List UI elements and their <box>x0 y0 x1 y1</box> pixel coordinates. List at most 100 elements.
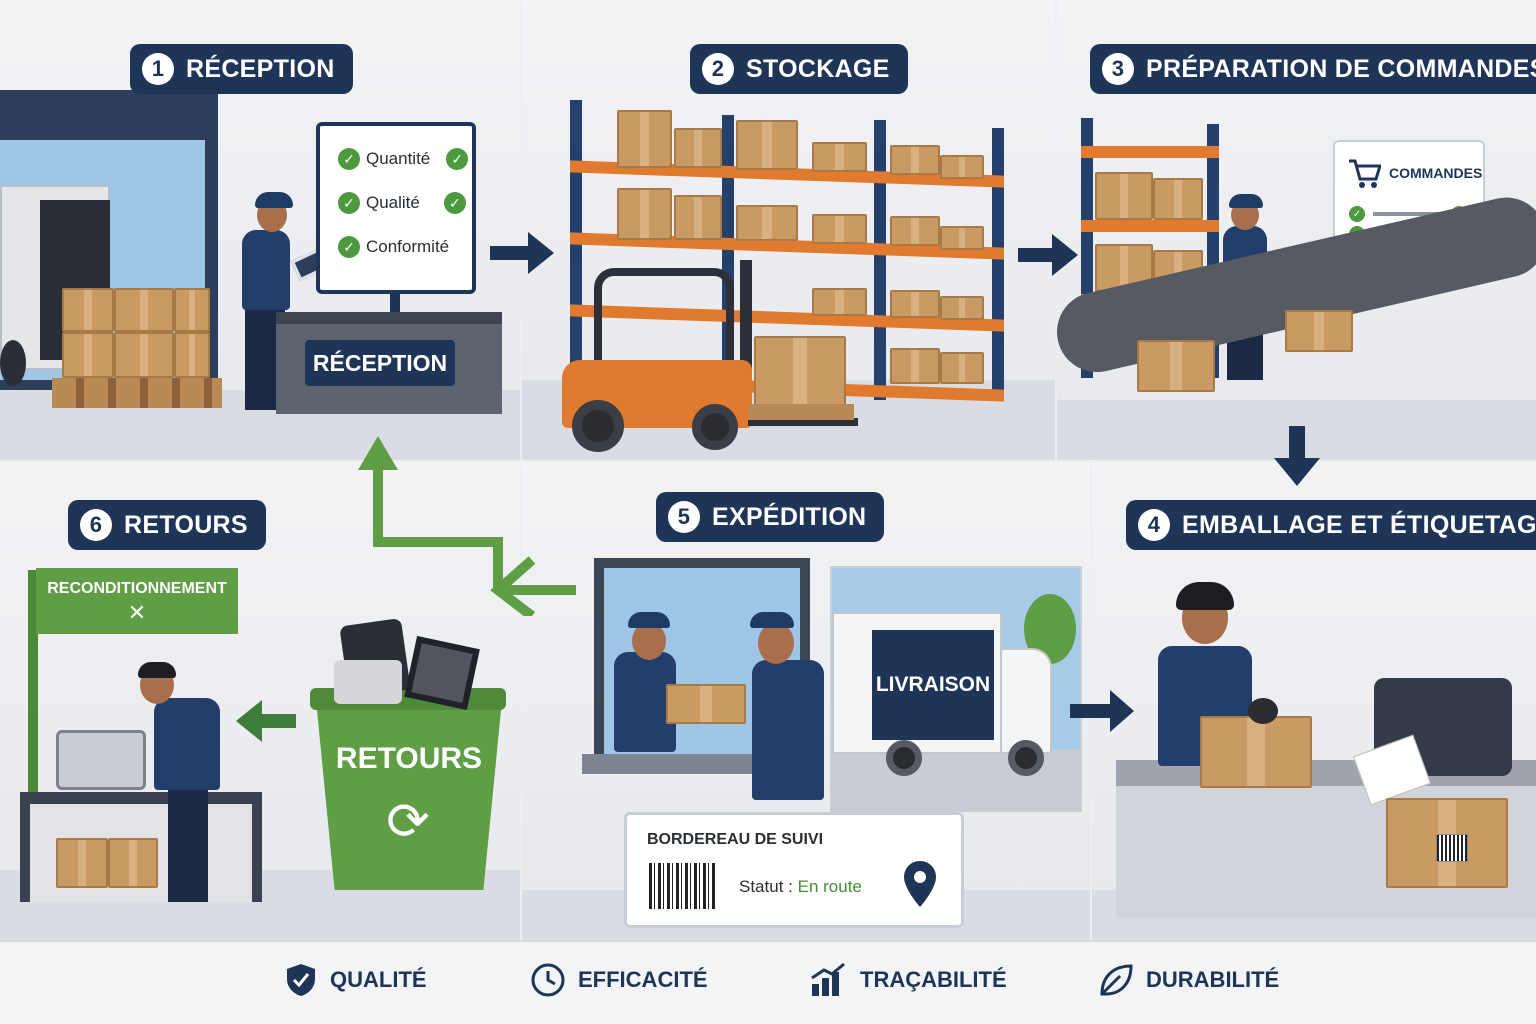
step-label: EXPÉDITION <box>712 502 867 531</box>
status-value: En route <box>797 877 862 896</box>
panel-shipping: LIVRAISON BORDEREAU DE SUIVI Statut : En… <box>522 462 1090 940</box>
value-quality: QUALITÉ <box>284 962 427 998</box>
worker-head <box>758 622 794 664</box>
stored-box <box>890 290 940 318</box>
returned-item <box>404 636 480 710</box>
recycle-icon: ⟳ <box>386 793 430 851</box>
check-icon: ✓ <box>338 192 360 214</box>
worker-cap <box>750 612 794 628</box>
value-label: EFFICACITÉ <box>578 967 708 992</box>
value-label: TRAÇABILITÉ <box>860 967 1007 992</box>
stored-box <box>890 348 940 384</box>
packing-box <box>1200 716 1312 788</box>
shipping-label-barcode-icon <box>1436 834 1468 862</box>
repair-device <box>56 730 146 790</box>
checklist-label: Qualité <box>366 193 420 212</box>
forklift-wheel <box>692 404 738 450</box>
forklift-wheel <box>572 400 624 452</box>
rack-post <box>874 120 886 400</box>
stored-box <box>812 214 867 244</box>
stored-box <box>940 296 984 320</box>
tools-icon: ✕ <box>127 600 147 625</box>
stored-box <box>674 195 722 240</box>
checklist-row: ✓ Quantité ✓ <box>338 148 469 170</box>
packer-hair <box>1176 582 1234 610</box>
step-badge-returns: 6 RETOURS <box>68 500 266 550</box>
pallet-box <box>62 332 114 378</box>
checklist-row: ✓ Qualité ✓ <box>338 192 466 214</box>
sign-pole <box>28 570 38 810</box>
stored-box <box>812 288 867 316</box>
step-badge-packing: 4 EMBALLAGE ET ÉTIQUETAGE <box>1126 500 1536 550</box>
value-traceability: TRAÇABILITÉ <box>810 962 1007 998</box>
orders-title: COMMANDES <box>1389 165 1483 181</box>
bench-box <box>56 838 108 888</box>
value-label: DURABILITÉ <box>1146 967 1280 992</box>
rack-post <box>570 100 582 400</box>
board-stand <box>390 294 400 314</box>
value-efficiency: EFFICACITÉ <box>530 962 708 998</box>
stored-box <box>617 188 672 240</box>
forklift-fork <box>748 418 858 426</box>
worker-torso <box>614 652 676 752</box>
stored-box <box>736 205 798 241</box>
pallet-box <box>62 288 114 332</box>
rack-beam <box>1081 146 1219 158</box>
cart-icon <box>1349 159 1381 188</box>
checklist-label: Conformité <box>366 237 450 256</box>
stored-box <box>736 120 798 170</box>
picking-box <box>1095 172 1153 220</box>
returns-bin <box>316 700 502 890</box>
tape-dispenser-icon <box>1248 698 1278 724</box>
stored-box <box>940 352 984 384</box>
tracking-slip-title: BORDEREAU DE SUIVI <box>647 831 824 848</box>
check-icon: ✓ <box>443 192 466 214</box>
values-bar <box>0 940 1536 1024</box>
check-icon: ✓ <box>338 148 360 170</box>
flow-arrow-4-to-5 <box>1070 690 1134 732</box>
truck-label: LIVRAISON <box>872 630 994 740</box>
stored-box <box>890 145 940 175</box>
check-icon: ✓ <box>446 148 469 170</box>
step-badge-picking: 3 PRÉPARATION DE COMMANDES <box>1090 44 1536 94</box>
forklift-cage <box>594 268 734 378</box>
tracking-status: Statut : En route <box>739 877 862 897</box>
pallet-box <box>114 288 174 332</box>
quality-checklist-board: ✓ Quantité ✓ ✓ Qualité ✓ ✓ Conformité <box>316 122 476 294</box>
value-label: QUALITÉ <box>330 967 427 992</box>
refurbishment-sign: RECONDITIONNEMENT ✕ <box>36 568 238 634</box>
pallet-box <box>174 288 210 332</box>
step-number: 1 <box>142 53 174 85</box>
pallet-box <box>114 332 174 378</box>
desk-sign: RÉCEPTION <box>305 340 455 386</box>
worker-cap <box>1229 194 1263 208</box>
technician-torso <box>154 698 220 790</box>
worker-head <box>632 622 666 660</box>
step-number: 6 <box>80 509 112 541</box>
truck-wheel <box>886 740 922 776</box>
bench-box <box>108 838 158 888</box>
refurbishment-label: RECONDITIONNEMENT <box>47 580 227 597</box>
step-label: PRÉPARATION DE COMMANDES <box>1146 54 1536 83</box>
stored-box <box>812 142 867 172</box>
checklist-row: ✓ Conformité <box>338 236 449 258</box>
flow-arrow-returns-to-refurb <box>236 700 296 742</box>
worker-cap <box>255 192 293 208</box>
stored-box <box>617 110 672 168</box>
check-icon: ✓ <box>338 236 360 258</box>
step-label: STOCKAGE <box>746 54 890 83</box>
technician-hair <box>138 662 176 678</box>
conveyor-box <box>1285 310 1353 352</box>
forklift-box <box>754 336 846 406</box>
returned-item <box>334 660 402 704</box>
step-label: EMBALLAGE ET ÉTIQUETAGE <box>1182 510 1536 539</box>
pallet-box <box>174 332 210 378</box>
worker-torso <box>242 230 290 310</box>
bin-label: RETOURS <box>335 742 483 775</box>
stored-box <box>940 155 984 179</box>
orders-header: COMMANDES <box>1347 156 1482 190</box>
stored-box <box>674 128 722 168</box>
shield-check-icon <box>287 964 315 996</box>
worker-torso <box>752 660 824 800</box>
status-label: Statut : <box>739 877 793 896</box>
